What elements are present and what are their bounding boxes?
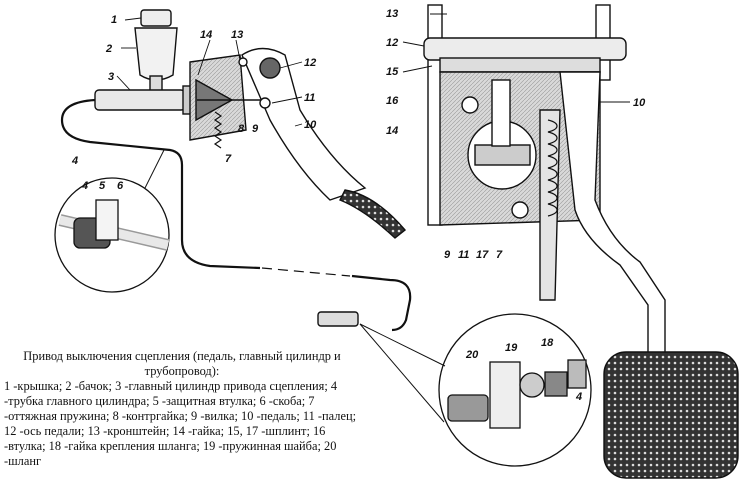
- callout-b-4: 4: [575, 391, 582, 403]
- callout-1: 1: [111, 14, 117, 26]
- left-pedal-pad: [339, 189, 407, 239]
- callout-r-16: 16: [386, 95, 399, 107]
- callout-4: 4: [71, 155, 78, 167]
- callout-2: 2: [105, 43, 112, 55]
- callouts-left: 1 2 3 4 14 13 12 11 10 9 8 7: [71, 14, 317, 167]
- callouts-inset-bottom: 20 19 18 4: [465, 337, 582, 403]
- left-assembly: [60, 9, 412, 332]
- callout-inset-5: 5: [99, 180, 106, 192]
- callout-8: 8: [238, 123, 245, 135]
- callout-r-15: 15: [386, 66, 399, 78]
- callout-inset-6: 6: [117, 180, 124, 192]
- inset-hose-fitting: [359, 313, 592, 467]
- figure-caption: Привод выключения сцепления (педаль, гла…: [4, 349, 360, 469]
- callout-r-7: 7: [496, 249, 503, 261]
- callout-13: 13: [231, 29, 243, 41]
- inset-pipe-clip: [54, 149, 170, 293]
- caption-title: Привод выключения сцепления (педаль, гла…: [23, 349, 341, 378]
- callout-12: 12: [304, 57, 316, 69]
- callout-11: 11: [304, 92, 315, 104]
- reservoir-bowl: [134, 27, 178, 81]
- right-assembly: [423, 4, 739, 479]
- caption-legend: 1 -крышка; 2 -бачок; 3 -главный цилиндр …: [4, 379, 357, 468]
- pedal-axle: [423, 37, 627, 61]
- callout-r-9: 9: [444, 249, 451, 261]
- callouts-right: 13 12 15 16 14 10 9 11 17 7: [386, 8, 646, 261]
- left-return-spring: [213, 111, 223, 149]
- reservoir-cap: [140, 9, 172, 27]
- right-pedal-pad: [603, 351, 739, 479]
- callout-r-13: 13: [386, 8, 398, 20]
- callout-inset-4: 4: [81, 180, 88, 192]
- right-return-spring: [547, 119, 558, 217]
- callouts-inset-left: 4 5 6: [81, 180, 124, 192]
- callout-9: 9: [252, 123, 259, 135]
- callout-3: 3: [108, 71, 114, 83]
- left-pedal-lever: [241, 47, 367, 201]
- left-pipe: [60, 98, 261, 270]
- callout-r-10: 10: [633, 97, 646, 109]
- callout-b-20: 20: [465, 349, 479, 361]
- callout-10: 10: [304, 119, 317, 131]
- leader-lines: [116, 13, 630, 127]
- callout-b-18: 18: [541, 337, 554, 349]
- callout-r-12: 12: [386, 37, 398, 49]
- callout-7: 7: [225, 153, 232, 165]
- master-cylinder: [94, 89, 186, 111]
- callout-r-14: 14: [386, 125, 398, 137]
- callout-14: 14: [200, 29, 212, 41]
- callout-b-19: 19: [505, 342, 518, 354]
- callout-r-11: 11: [458, 249, 469, 261]
- callout-r-17: 17: [476, 249, 489, 261]
